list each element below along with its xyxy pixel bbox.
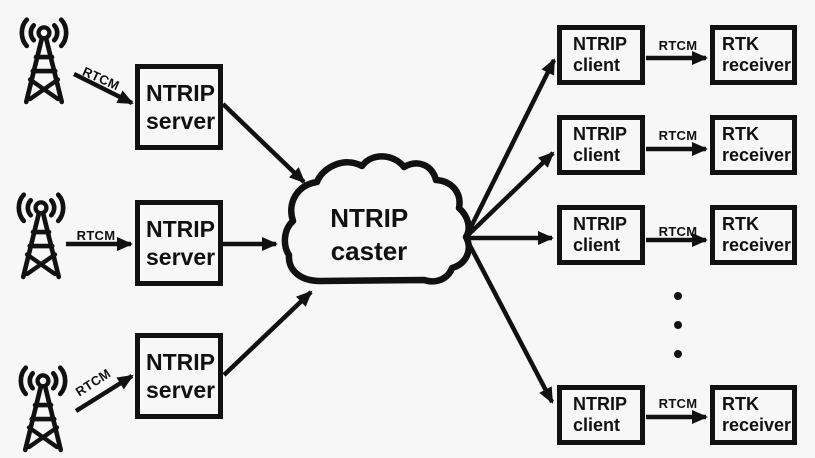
ntrip-server-label-line1: NTRIP — [146, 80, 215, 106]
ntrip-server-label-line1: NTRIP — [146, 349, 215, 375]
cloud-icon — [281, 153, 472, 285]
arrow-server3-to-caster — [222, 290, 313, 377]
rtk-receiver-label-line2: receiver — [722, 145, 792, 165]
rtcm-link-label: RTCM — [658, 224, 698, 239]
rtcm-link-label: RTCM — [76, 228, 116, 243]
ntrip-client-label-line2: client — [573, 55, 621, 75]
vertical-ellipsis-icon — [674, 292, 682, 358]
rtk-receiver-label-line1: RTK — [722, 214, 759, 234]
ntrip-server-label-line1: NTRIP — [146, 216, 215, 242]
rtk-receiver-label-line1: RTK — [722, 124, 759, 144]
ntrip-caster-label-line2: caster — [330, 236, 408, 266]
ntrip-client-label-line1: NTRIP — [573, 34, 627, 54]
rtcm-link-label: RTCM — [658, 396, 698, 411]
ntrip-client-box: NTRIP client — [557, 25, 645, 85]
radio-tower-icon — [22, 20, 66, 102]
rtk-receiver-box: RTK receiver — [710, 115, 797, 175]
rtcm-link-label: RTCM — [658, 128, 698, 143]
ntrip-server-box: NTRIP server — [135, 333, 223, 419]
rtk-receiver-box: RTK receiver — [710, 25, 797, 85]
arrow-caster-to-client1 — [463, 58, 557, 239]
arrow-server1-to-caster — [221, 102, 306, 184]
ntrip-server-label-line2: server — [146, 244, 216, 270]
rtcm-link-label: RTCM — [658, 38, 698, 53]
rtk-receiver-label-line2: receiver — [722, 415, 792, 435]
ntrip-caster-label-line1: NTRIP — [330, 203, 408, 233]
rtk-receiver-label-line1: RTK — [722, 34, 759, 54]
ntrip-client-label-line2: client — [573, 415, 621, 435]
ntrip-client-box: NTRIP client — [557, 205, 645, 265]
arrow-station3-to-server3 — [74, 374, 134, 413]
rtk-receiver-label-line2: receiver — [722, 55, 792, 75]
ntrip-server-box: NTRIP server — [135, 64, 223, 150]
rtk-receiver-box: RTK receiver — [710, 205, 797, 265]
radio-tower-icon — [21, 368, 65, 450]
radio-tower-icon — [19, 195, 63, 277]
ntrip-client-label-line1: NTRIP — [573, 214, 627, 234]
ntrip-client-label-line2: client — [573, 235, 621, 255]
ntrip-server-box: NTRIP server — [135, 200, 223, 286]
ntrip-client-label-line1: NTRIP — [573, 394, 627, 414]
arrow-caster-to-client4 — [464, 236, 554, 404]
ntrip-client-box: NTRIP client — [557, 115, 645, 175]
rtk-receiver-box: RTK receiver — [710, 385, 797, 445]
rtk-receiver-label-line2: receiver — [722, 235, 792, 255]
arrow-station1-to-server1 — [72, 71, 134, 106]
ntrip-server-label-line2: server — [146, 377, 216, 403]
ntrip-client-label-line2: client — [573, 145, 621, 165]
ntrip-client-box: NTRIP client — [557, 385, 645, 445]
arrow-caster-to-client2 — [464, 151, 555, 239]
rtk-receiver-label-line1: RTK — [722, 394, 759, 414]
ntrip-client-label-line1: NTRIP — [573, 124, 627, 144]
ntrip-caster-label: NTRIP caster — [289, 202, 449, 268]
ntrip-server-label-line2: server — [146, 108, 216, 134]
